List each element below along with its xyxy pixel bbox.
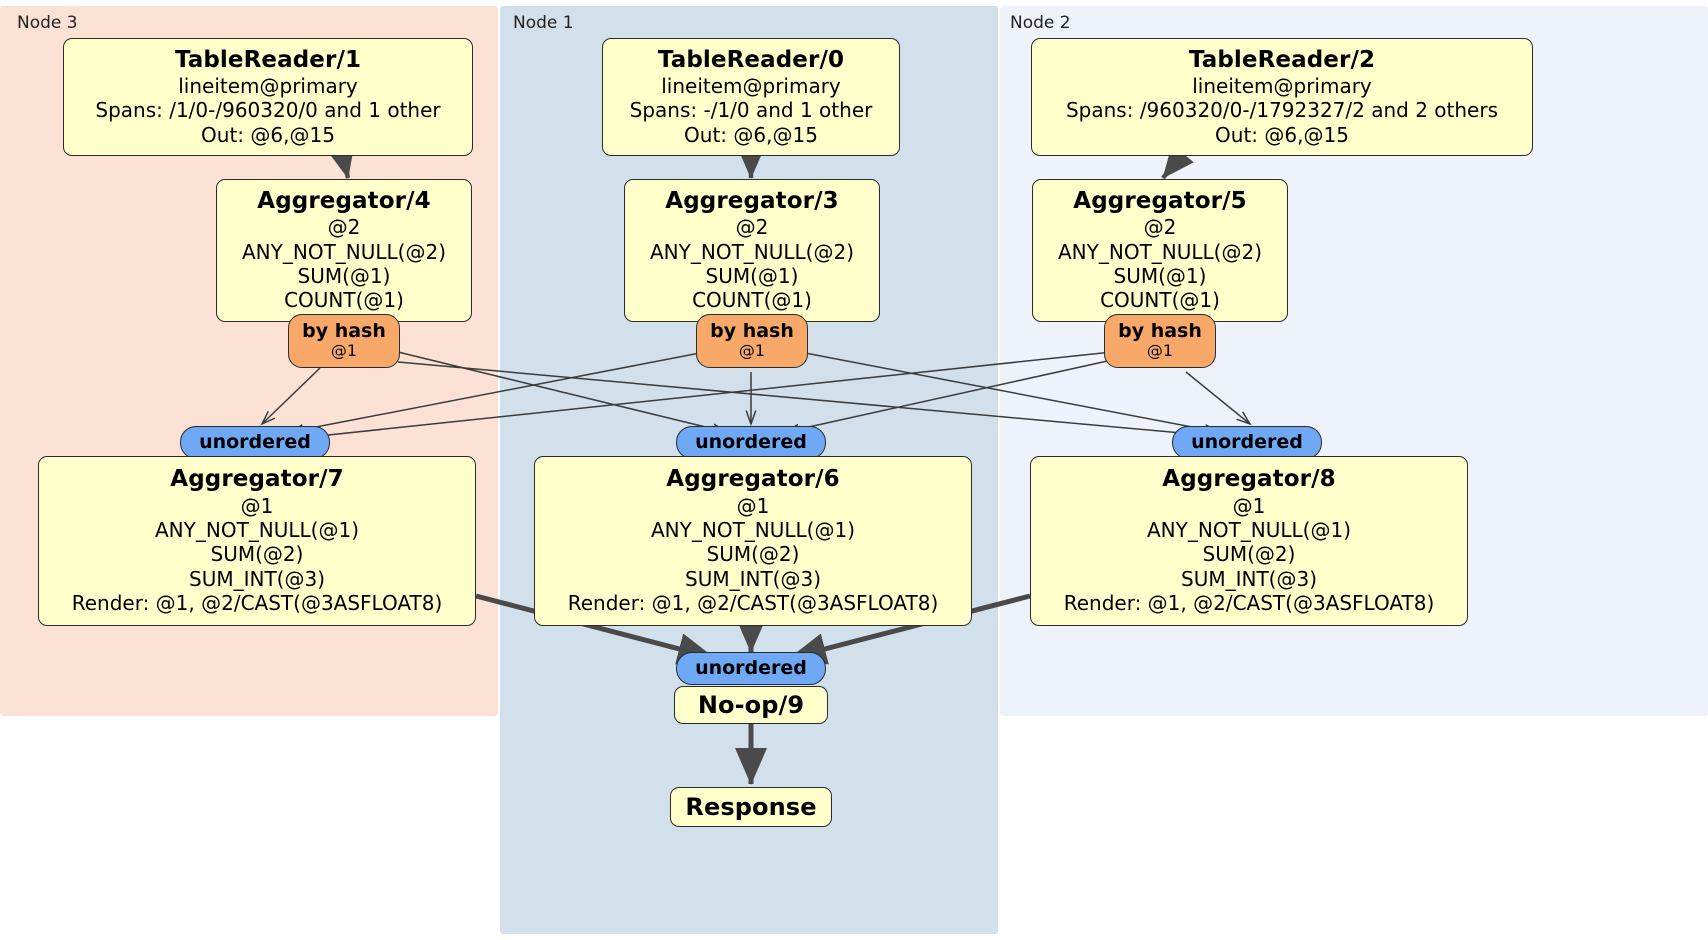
processor-line: @2 xyxy=(327,215,361,240)
processor-line: Spans: /1/0-/960320/0 and 1 other xyxy=(95,98,441,123)
processor-line: ANY_NOT_NULL(@2) xyxy=(1058,239,1262,264)
processor-line: SUM(@2) xyxy=(706,542,800,567)
processor-noop-9[interactable]: No-op/9 xyxy=(674,686,828,724)
processor-line: Spans: -/1/0 and 1 other xyxy=(629,98,873,123)
processor-line: COUNT(@1) xyxy=(284,288,404,313)
processor-title: Aggregator/8 xyxy=(1162,466,1336,493)
processor-line: ANY_NOT_NULL(@1) xyxy=(651,517,855,542)
processor-title: Aggregator/4 xyxy=(257,188,431,215)
processor-line: SUM(@1) xyxy=(1113,264,1207,289)
processor-line: @2 xyxy=(1143,215,1177,240)
synchronizer-unordered-node1[interactable]: unordered xyxy=(676,426,826,459)
processor-line: ANY_NOT_NULL(@2) xyxy=(242,239,446,264)
processor-line: SUM_INT(@3) xyxy=(685,566,821,591)
synchronizer-label: unordered xyxy=(695,657,807,680)
processor-aggregator-3[interactable]: Aggregator/3 @2 ANY_NOT_NULL(@2) SUM(@1)… xyxy=(624,179,880,322)
panel-node1-label: Node 1 xyxy=(513,13,574,33)
processor-line: SUM(@2) xyxy=(210,542,304,567)
processor-table-reader-2[interactable]: TableReader/2 lineitem@primary Spans: /9… xyxy=(1031,38,1533,156)
processor-line: @1 xyxy=(736,493,770,518)
processor-title: TableReader/2 xyxy=(1188,46,1376,73)
synchronizer-label: unordered xyxy=(199,431,311,454)
processor-line: lineitem@primary xyxy=(1192,73,1372,98)
processor-line: Out: @6,@15 xyxy=(1215,122,1349,147)
router-label: by hash xyxy=(302,320,386,343)
processor-title: Aggregator/5 xyxy=(1073,188,1247,215)
processor-line: @1 xyxy=(1232,493,1266,518)
processor-line: ANY_NOT_NULL(@1) xyxy=(1147,517,1351,542)
processor-aggregator-8[interactable]: Aggregator/8 @1 ANY_NOT_NULL(@1) SUM(@2)… xyxy=(1030,456,1468,626)
processor-title: No-op/9 xyxy=(697,690,805,719)
processor-line: SUM_INT(@3) xyxy=(189,566,325,591)
router-label: by hash xyxy=(1118,320,1202,343)
processor-line: Out: @6,@15 xyxy=(684,122,818,147)
processor-line: COUNT(@1) xyxy=(692,288,812,313)
processor-title: TableReader/0 xyxy=(657,46,845,73)
processor-line: SUM_INT(@3) xyxy=(1181,566,1317,591)
router-hash-node2[interactable]: by hash @1 xyxy=(1104,314,1216,368)
router-column: @1 xyxy=(738,341,766,361)
processor-aggregator-6[interactable]: Aggregator/6 @1 ANY_NOT_NULL(@1) SUM(@2)… xyxy=(534,456,972,626)
processor-response[interactable]: Response xyxy=(670,787,832,827)
processor-title: TableReader/1 xyxy=(174,46,362,73)
processor-render-line: Render: @1, @2/CAST(@3ASFLOAT8) xyxy=(71,591,443,616)
synchronizer-label: unordered xyxy=(695,431,807,454)
panel-node2-label: Node 2 xyxy=(1010,13,1071,33)
processor-line: SUM(@1) xyxy=(705,264,799,289)
processor-title: Response xyxy=(685,792,817,821)
processor-aggregator-7[interactable]: Aggregator/7 @1 ANY_NOT_NULL(@1) SUM(@2)… xyxy=(38,456,476,626)
processor-line: lineitem@primary xyxy=(178,73,358,98)
processor-line: ANY_NOT_NULL(@2) xyxy=(650,239,854,264)
processor-table-reader-1[interactable]: TableReader/1 lineitem@primary Spans: /1… xyxy=(63,38,473,156)
processor-line: SUM(@1) xyxy=(297,264,391,289)
processor-line: COUNT(@1) xyxy=(1100,288,1220,313)
router-column: @1 xyxy=(1146,341,1174,361)
synchronizer-unordered-node2[interactable]: unordered xyxy=(1172,426,1322,459)
synchronizer-unordered-final[interactable]: unordered xyxy=(676,652,826,685)
processor-line: Out: @6,@15 xyxy=(201,122,335,147)
panel-node3-label: Node 3 xyxy=(17,13,78,33)
processor-title: Aggregator/3 xyxy=(665,188,839,215)
router-hash-node3[interactable]: by hash @1 xyxy=(288,314,400,368)
router-label: by hash xyxy=(710,320,794,343)
processor-line: @2 xyxy=(735,215,769,240)
processor-aggregator-4[interactable]: Aggregator/4 @2 ANY_NOT_NULL(@2) SUM(@1)… xyxy=(216,179,472,322)
synchronizer-unordered-node3[interactable]: unordered xyxy=(180,426,330,459)
processor-line: SUM(@2) xyxy=(1202,542,1296,567)
synchronizer-label: unordered xyxy=(1191,431,1303,454)
processor-line: Spans: /960320/0-/1792327/2 and 2 others xyxy=(1065,98,1498,123)
processor-line: ANY_NOT_NULL(@1) xyxy=(155,517,359,542)
processor-line: @1 xyxy=(240,493,274,518)
processor-table-reader-0[interactable]: TableReader/0 lineitem@primary Spans: -/… xyxy=(602,38,900,156)
processor-title: Aggregator/6 xyxy=(666,466,840,493)
processor-render-line: Render: @1, @2/CAST(@3ASFLOAT8) xyxy=(567,591,939,616)
processor-line: lineitem@primary xyxy=(661,73,841,98)
processor-aggregator-5[interactable]: Aggregator/5 @2 ANY_NOT_NULL(@2) SUM(@1)… xyxy=(1032,179,1288,322)
processor-title: Aggregator/7 xyxy=(170,466,344,493)
router-column: @1 xyxy=(330,341,358,361)
processor-render-line: Render: @1, @2/CAST(@3ASFLOAT8) xyxy=(1063,591,1435,616)
router-hash-node1[interactable]: by hash @1 xyxy=(696,314,808,368)
